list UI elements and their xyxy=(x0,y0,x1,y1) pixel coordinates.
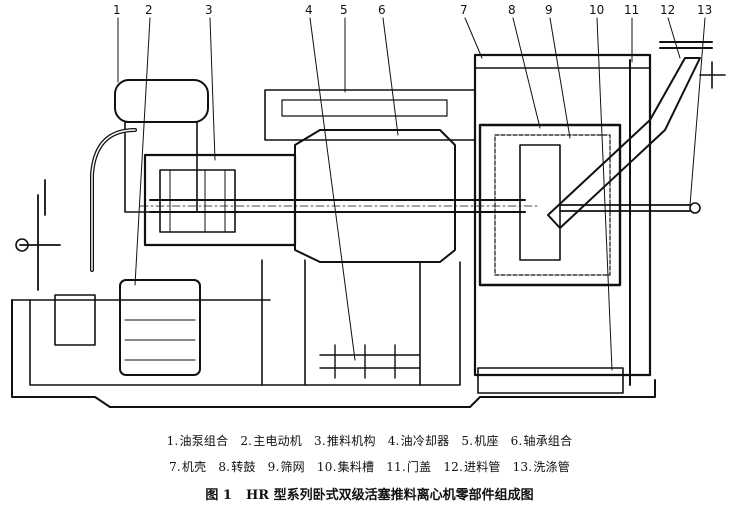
callout-6: 6 xyxy=(378,3,386,17)
wash-pipe xyxy=(559,204,691,212)
main-shaft xyxy=(149,199,526,213)
legend-row-2: 7.机壳 8.转鼓 9.筛网 10.集料槽 11.门盖 12.进料管 13.洗涤… xyxy=(0,458,739,475)
figure-caption: 图 1 HR 型系列卧式双级活塞推料离心机零部件组成图 xyxy=(0,484,739,503)
wash-valve-icon xyxy=(689,202,701,214)
callout-10: 10 xyxy=(589,3,604,17)
oil-pipe-inner xyxy=(91,129,136,271)
callout-7: 7 xyxy=(460,3,468,17)
legend-item: 8.转鼓 xyxy=(218,460,256,474)
inner-basket xyxy=(519,144,561,261)
legend-item: 6.轴承组合 xyxy=(510,434,573,448)
screen-mesh xyxy=(494,134,611,276)
oil-pump-body xyxy=(124,121,198,213)
legend-item: 11.门盖 xyxy=(386,460,432,474)
figure-number: 图 1 xyxy=(205,488,232,503)
centrifuge-drawing: 1 2 3 4 5 6 7 8 9 10 11 12 13 xyxy=(11,3,726,408)
legend-item: 9.筛网 xyxy=(267,460,305,474)
collection-tray xyxy=(477,367,624,394)
callout-2: 2 xyxy=(145,3,153,17)
legend-item: 2.主电动机 xyxy=(240,434,302,448)
callout-1: 1 xyxy=(113,3,121,17)
legend-item: 7.机壳 xyxy=(169,460,207,474)
callout-numbers: 1 2 3 4 5 6 7 8 9 10 11 12 13 xyxy=(113,3,712,17)
legend-item: 10.集料槽 xyxy=(316,460,375,474)
legend-item: 12.进料管 xyxy=(443,460,501,474)
callout-11: 11 xyxy=(624,3,639,17)
handwheel-icon xyxy=(15,238,29,252)
valve-stem xyxy=(19,179,61,291)
legend-item: 4.油冷却器 xyxy=(387,434,450,448)
callout-9: 9 xyxy=(545,3,553,17)
top-valve xyxy=(699,61,726,89)
legend-item: 3.推料机构 xyxy=(314,434,376,448)
legend-row-1: 1.油泵组合 2.主电动机 3.推料机构 4.油冷却器 5.机座 6.轴承组合 xyxy=(0,432,739,449)
oil-cooler-core xyxy=(281,99,448,117)
pump-tank xyxy=(54,294,96,346)
feed-pipe xyxy=(547,57,701,229)
base-inner xyxy=(29,261,461,386)
callout-4: 4 xyxy=(305,3,313,17)
legend-item: 5.机座 xyxy=(461,434,499,448)
feed-pipe-flange xyxy=(659,41,713,49)
legend-item: 13.洗涤管 xyxy=(512,460,570,474)
callout-3: 3 xyxy=(205,3,213,17)
leader-lines xyxy=(117,17,706,371)
callout-13: 13 xyxy=(697,3,712,17)
machine-base xyxy=(11,299,656,408)
bearing-housing xyxy=(294,129,456,263)
main-motor xyxy=(119,279,201,376)
legend-item: 1.油泵组合 xyxy=(166,434,229,448)
figure-title: HR 型系列卧式双级活塞推料离心机零部件组成图 xyxy=(245,488,534,503)
motor-fins xyxy=(124,299,196,361)
callout-12: 12 xyxy=(660,3,675,17)
oil-pump-motor xyxy=(114,79,209,123)
callout-8: 8 xyxy=(508,3,516,17)
machine-casing xyxy=(473,53,652,377)
callout-5: 5 xyxy=(340,3,348,17)
cooler-grid xyxy=(319,344,421,379)
